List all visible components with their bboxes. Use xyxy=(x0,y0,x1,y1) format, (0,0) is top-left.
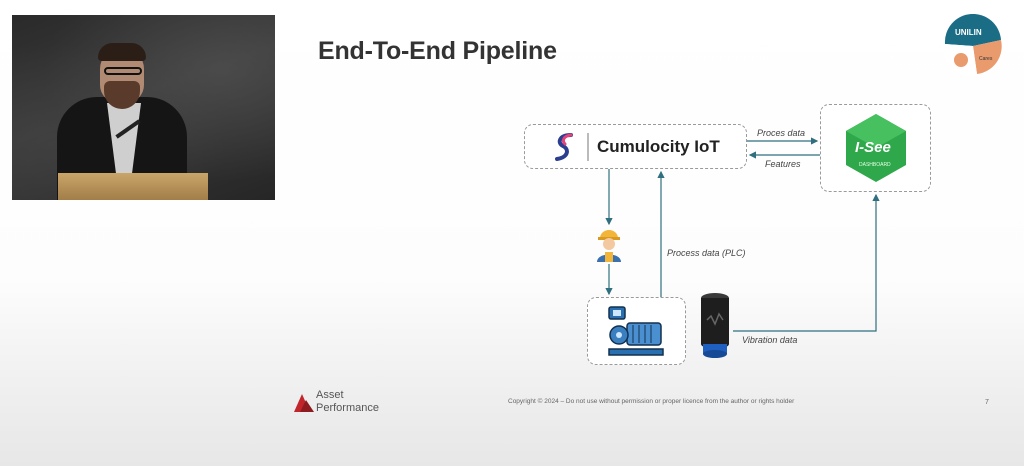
pump-motor-icon xyxy=(607,305,665,357)
arrow-vibration-data xyxy=(733,195,876,331)
speaker-hair xyxy=(98,43,146,61)
unilin-logo-icon: UNILIN Cares xyxy=(941,14,1005,78)
footer-brand-line2: Performance xyxy=(316,402,379,415)
isee-sublabel: DASHBOARD xyxy=(859,162,891,168)
cumulocity-node: Cumulocity IoT xyxy=(524,124,747,169)
isee-dashboard-icon: I-See DASHBOARD xyxy=(843,112,909,184)
worker-icon xyxy=(594,228,624,262)
slide-title: End-To-End Pipeline xyxy=(318,37,557,66)
footer-brand: Asset Performance xyxy=(316,389,379,415)
unilin-logo-subtext: Cares xyxy=(979,56,993,62)
isee-label: I-See xyxy=(855,139,891,156)
copyright-notice: Copyright © 2024 – Do not use without pe… xyxy=(508,398,794,405)
lectern xyxy=(58,173,208,200)
footer-brand-line1: Asset xyxy=(316,389,379,402)
edge-label-proces-data: Proces data xyxy=(757,128,805,138)
edge-label-vibration-data: Vibration data xyxy=(742,335,797,345)
speaker-glasses xyxy=(104,67,142,75)
vibration-sensor-icon xyxy=(697,292,733,362)
cumulocity-separator xyxy=(587,133,589,161)
edge-label-process-data-plc: Process data (PLC) xyxy=(667,248,746,258)
asset-performance-logo-icon xyxy=(292,390,316,414)
unilin-logo-text: UNILIN xyxy=(955,28,982,37)
cumulocity-logo-icon xyxy=(553,133,575,161)
edge-label-features: Features xyxy=(765,159,801,169)
presenter-video xyxy=(12,15,275,200)
page-number: 7 xyxy=(985,399,989,406)
cumulocity-label: Cumulocity IoT xyxy=(597,137,720,157)
